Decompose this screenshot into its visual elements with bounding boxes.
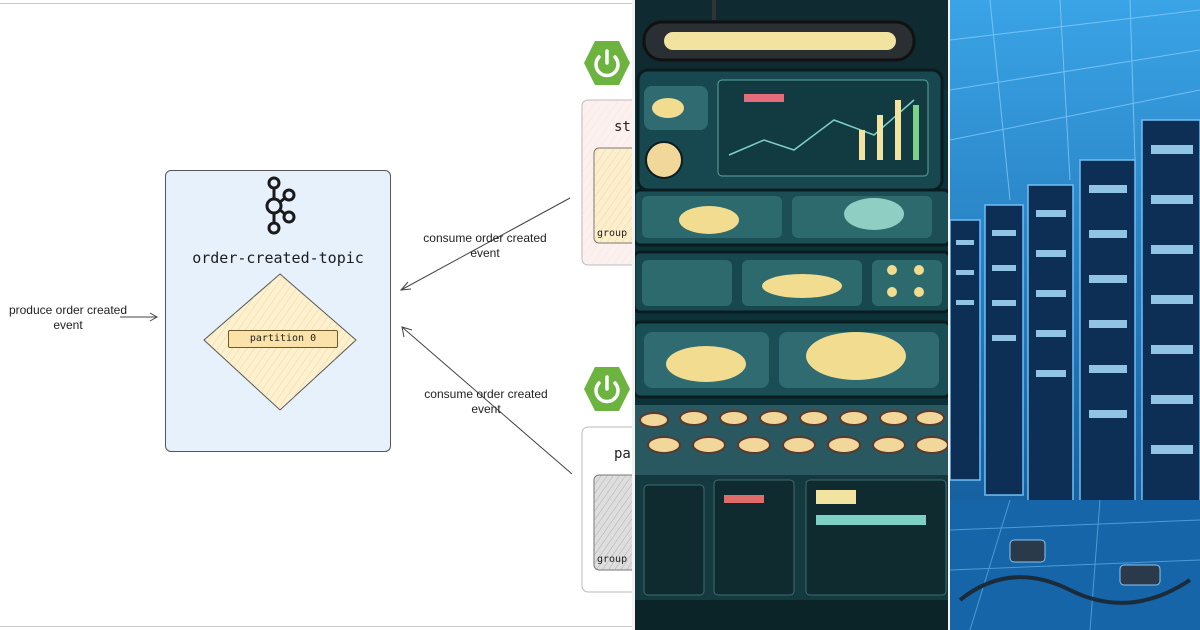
topic-box: order-created-topic bbox=[165, 170, 391, 452]
consume-arrow-top bbox=[400, 197, 571, 291]
consume-edge-label-bottom: consume order created event bbox=[424, 387, 548, 416]
server-room-illustration bbox=[950, 0, 1200, 630]
control-room-illustration bbox=[634, 0, 950, 630]
diagram-connectors bbox=[120, 99, 634, 593]
produce-edge-label: produce order created event bbox=[8, 303, 128, 332]
consume-arrow-bottom bbox=[401, 326, 573, 475]
consume-edge-label-top: consume order created event bbox=[423, 231, 547, 260]
service-name-1: st bbox=[614, 119, 631, 135]
partition-label: partition 0 bbox=[228, 330, 338, 348]
bottom-rule bbox=[0, 626, 634, 627]
top-rule bbox=[0, 3, 634, 4]
diagram-panel: order-created-topic partition 0 produce … bbox=[0, 3, 634, 627]
server-room-art bbox=[950, 0, 1200, 630]
group-label-1: group bbox=[597, 228, 628, 239]
control-room-art bbox=[634, 0, 950, 630]
spring-boot-icon-2 bbox=[584, 367, 630, 411]
service-name-2: pa bbox=[614, 446, 631, 462]
topic-title: order-created-topic bbox=[192, 249, 364, 267]
panel-divider-left bbox=[632, 0, 635, 630]
kafka-icon bbox=[265, 176, 296, 235]
group-label-2: group bbox=[597, 554, 628, 565]
spring-boot-icon bbox=[584, 41, 630, 85]
